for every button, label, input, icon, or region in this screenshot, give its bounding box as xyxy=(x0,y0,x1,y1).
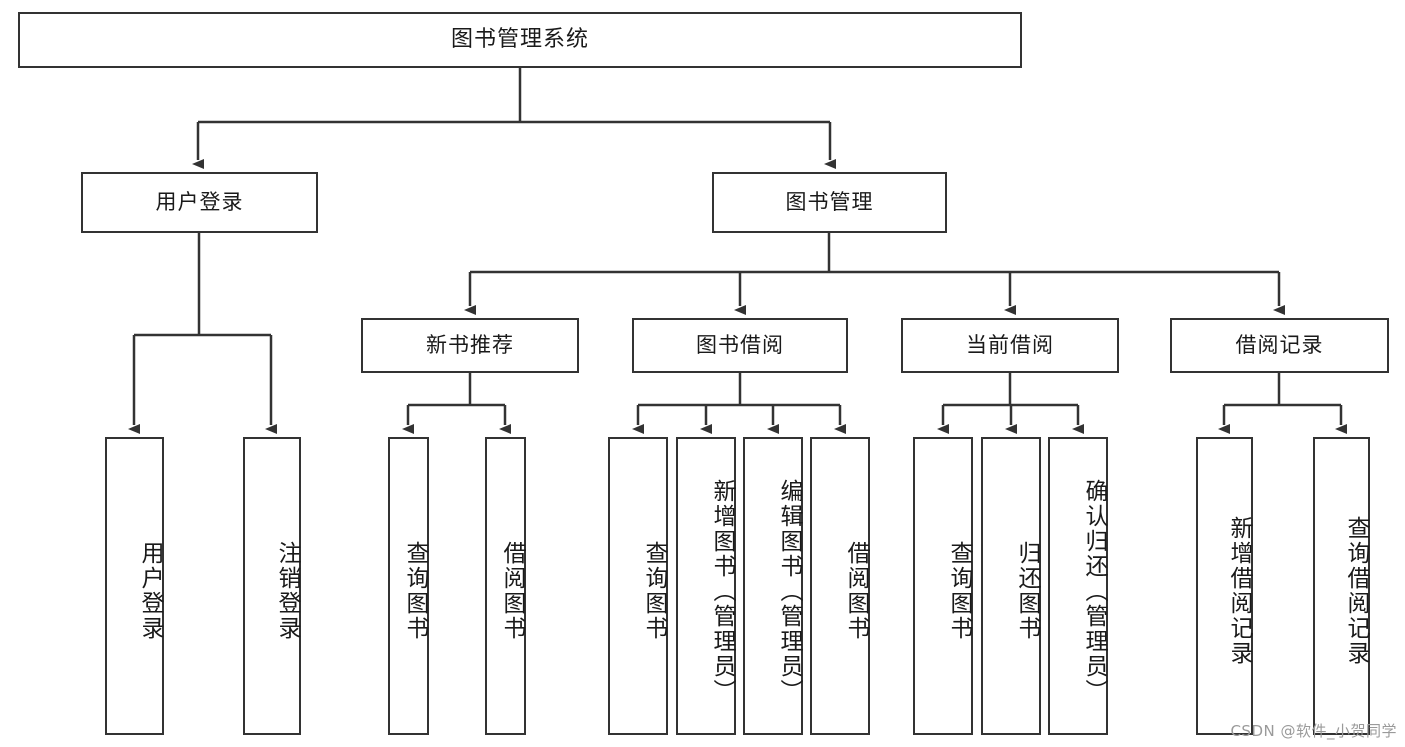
leaf-label: 新增图书（管理员） xyxy=(709,478,735,704)
node-user-login[interactable]: 用户登录 xyxy=(81,172,318,233)
leaf-label: 新增借阅记录 xyxy=(1226,516,1252,666)
leaf-query-book-borrow[interactable]: 查询图书 xyxy=(608,437,668,735)
node-book-management[interactable]: 图书管理 xyxy=(712,172,947,233)
node-book-borrow[interactable]: 图书借阅 xyxy=(632,318,848,373)
leaf-label: 查询图书 xyxy=(641,541,667,641)
leaf-query-book-new[interactable]: 查询图书 xyxy=(388,437,429,735)
leaf-label: 查询图书 xyxy=(946,541,972,641)
leaf-add-borrow-record[interactable]: 新增借阅记录 xyxy=(1196,437,1253,735)
leaf-borrow-book[interactable]: 借阅图书 xyxy=(810,437,870,735)
watermark: CSDN @软件_小贺同学 xyxy=(1230,722,1397,740)
leaf-label: 用户登录 xyxy=(137,541,163,641)
leaf-borrow-book-new[interactable]: 借阅图书 xyxy=(485,437,526,735)
leaf-query-book-current[interactable]: 查询图书 xyxy=(913,437,973,735)
node-borrow-record[interactable]: 借阅记录 xyxy=(1170,318,1389,373)
leaf-label: 编辑图书（管理员） xyxy=(776,478,802,704)
leaf-add-book-admin[interactable]: 新增图书（管理员） xyxy=(676,437,736,735)
leaf-label: 确认归还（管理员） xyxy=(1081,478,1107,704)
leaf-query-borrow-record[interactable]: 查询借阅记录 xyxy=(1313,437,1370,735)
leaf-label: 借阅图书 xyxy=(843,541,869,641)
leaf-confirm-return-admin[interactable]: 确认归还（管理员） xyxy=(1048,437,1108,735)
leaf-label: 查询图书 xyxy=(402,541,428,641)
leaf-return-book[interactable]: 归还图书 xyxy=(981,437,1041,735)
leaf-user-login[interactable]: 用户登录 xyxy=(105,437,164,735)
leaf-label: 借阅图书 xyxy=(499,541,525,641)
leaf-label: 注销登录 xyxy=(274,541,300,641)
leaf-label: 归还图书 xyxy=(1014,541,1040,641)
leaf-edit-book-admin[interactable]: 编辑图书（管理员） xyxy=(743,437,803,735)
node-root[interactable]: 图书管理系统 xyxy=(18,12,1022,68)
leaf-label: 查询借阅记录 xyxy=(1343,516,1369,666)
leaf-logout[interactable]: 注销登录 xyxy=(243,437,301,735)
node-current-borrow[interactable]: 当前借阅 xyxy=(901,318,1119,373)
node-new-book-recommend[interactable]: 新书推荐 xyxy=(361,318,579,373)
